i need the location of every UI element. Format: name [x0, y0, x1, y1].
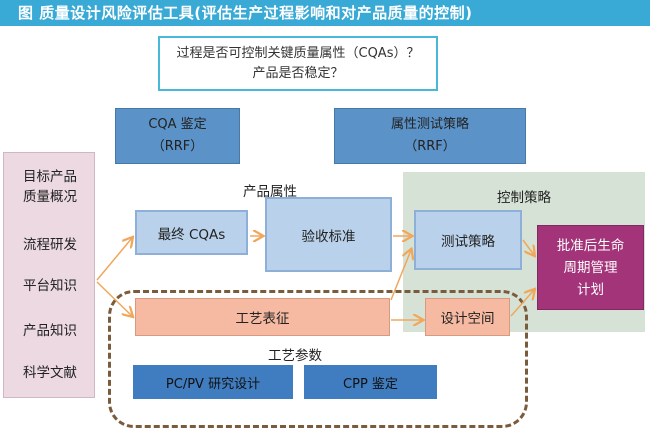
question-line-1: 过程是否可控制关键质量属性（CQAs）？: [176, 45, 420, 61]
control-strategy-label: 控制策略: [497, 190, 551, 206]
attribute-test-strategy-label: 属性测试策略: [390, 117, 469, 132]
arrow-test-to-lifecycle: [522, 239, 534, 255]
source-target-product: 目标产品: [23, 169, 77, 185]
source-process-development: 流程研发: [23, 237, 77, 253]
arrow-design-to-lifecycle: [510, 290, 534, 317]
pcpv-study-design-box: PC/PV 研究设计: [133, 365, 293, 399]
lifecycle-line-2: 周期管理: [563, 259, 618, 276]
lifecycle-line-3: 计划: [577, 281, 604, 298]
cqa-identification-box: CQA 鉴定 （RRF）: [115, 108, 240, 164]
cqa-identification-label: CQA 鉴定: [148, 117, 207, 132]
lifecycle-management-box: 批准后生命 周期管理 计划: [537, 225, 644, 310]
process-parameters-label: 工艺参数: [268, 348, 322, 364]
final-cqas-box: 最终 CQAs: [135, 210, 248, 255]
arrow-sources-to-final-cqas: [96, 238, 132, 281]
cqa-rrf-label: （RRF）: [151, 139, 204, 154]
source-scientific-literature: 科学文献: [23, 365, 77, 381]
design-space-box: 设计空间: [425, 298, 510, 336]
cpp-identification-box: CPP 鉴定: [304, 365, 437, 399]
source-product-knowledge: 产品知识: [23, 323, 77, 339]
arrow-sources-to-process: [96, 281, 132, 316]
question-line-2: 产品是否稳定？: [252, 65, 344, 81]
process-characterization-box: 工艺表征: [135, 298, 390, 336]
product-attributes-label: 产品属性: [243, 184, 297, 200]
test-strategy-box: 测试策略: [414, 210, 522, 270]
figure-title: 图 质量设计风险评估工具(评估生产过程影响和对产品质量的控制): [0, 0, 650, 26]
arrow-process-to-test-strategy: [390, 250, 411, 301]
lifecycle-line-1: 批准后生命: [556, 237, 625, 254]
attribute-test-rrf-label: （RRF）: [404, 139, 456, 154]
source-quality-profile: 质量概况: [23, 189, 77, 205]
process-parameters-group: [108, 290, 528, 428]
acceptance-criteria-box: 验收标准: [265, 197, 392, 272]
attribute-test-strategy-box: 属性测试策略 （RRF）: [334, 108, 526, 164]
input-sources-panel: 目标产品 质量概况 流程研发 平台知识 产品知识 科学文献: [3, 152, 95, 398]
key-question-box: 过程是否可控制关键质量属性（CQAs）？ 产品是否稳定？: [158, 36, 438, 91]
source-platform-knowledge: 平台知识: [23, 278, 77, 294]
